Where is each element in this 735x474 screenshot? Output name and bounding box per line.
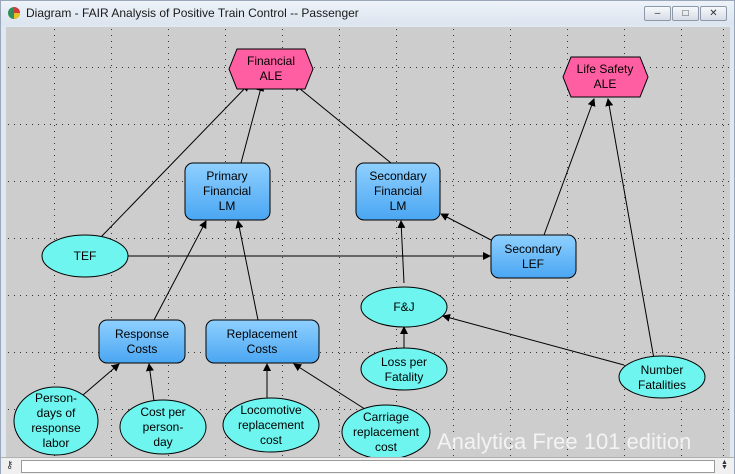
tef-label: TEF: [74, 249, 97, 263]
person-days-label-1: Person-: [35, 391, 77, 405]
edition-watermark: Analytica Free 101 edition: [437, 429, 692, 454]
fj-node[interactable]: F&J: [360, 286, 448, 328]
close-button[interactable]: ✕: [700, 6, 727, 21]
replacement-costs-node[interactable]: Replacement Costs: [205, 319, 320, 364]
carriage-replacement-cost-label-2: replacement: [353, 425, 420, 439]
tef-node[interactable]: TEF: [41, 234, 129, 278]
title-bar[interactable]: Diagram - FAIR Analysis of Positive Trai…: [1, 1, 734, 25]
key-icon: ⚷: [6, 460, 14, 471]
financial-ale-node[interactable]: Financial ALE: [228, 48, 314, 90]
secondary-financial-lm-label-2: Financial: [374, 184, 422, 198]
loss-per-fatality-label-2: Fatality: [385, 370, 424, 384]
diagram-canvas[interactable]: Financial ALE Life Safety ALE Primary Fi…: [6, 27, 730, 457]
secondary-lef-label-1: Secondary: [504, 242, 561, 256]
number-fatalities-node[interactable]: Number Fatalities: [618, 355, 706, 399]
close-icon: ✕: [709, 8, 718, 19]
financial-ale-label-2: ALE: [260, 69, 283, 83]
status-bar: ⚷ ▲▼: [1, 457, 734, 474]
person-days-label-4: labor: [43, 436, 70, 450]
secondary-financial-lm-label-3: LM: [390, 199, 407, 213]
loss-per-fatality-node[interactable]: Loss per Fatality: [360, 347, 448, 391]
secondary-lef-node[interactable]: Secondary LEF: [490, 234, 577, 279]
window-title: Diagram - FAIR Analysis of Positive Trai…: [26, 6, 359, 20]
maximize-button[interactable]: □: [672, 6, 699, 21]
arrows: [82, 83, 655, 412]
number-fatalities-label-2: Fatalities: [638, 378, 686, 392]
locomotive-replacement-cost-label-3: cost: [260, 433, 283, 447]
person-days-label-2: days of: [37, 406, 76, 420]
cost-per-person-day-node[interactable]: Cost per person- day: [119, 399, 207, 455]
cost-per-person-day-label-2: person-: [143, 420, 184, 434]
cost-per-person-day-label-3: day: [153, 435, 172, 449]
life-safety-ale-node[interactable]: Life Safety ALE: [562, 56, 649, 98]
analytica-app-icon: [8, 7, 20, 19]
carriage-replacement-cost-node[interactable]: Carriage replacement cost: [341, 404, 431, 457]
carriage-replacement-cost-label-3: cost: [375, 440, 398, 454]
locomotive-replacement-cost-label-2: replacement: [238, 418, 305, 432]
fj-label: F&J: [393, 300, 414, 314]
horizontal-scrollbar[interactable]: [21, 460, 715, 473]
secondary-lef-label-2: LEF: [522, 257, 544, 271]
life-safety-ale-label-2: ALE: [594, 77, 617, 91]
primary-financial-lm-label-3: LM: [219, 199, 236, 213]
response-costs-label-1: Response: [115, 327, 169, 341]
person-days-label-3: response: [31, 421, 81, 435]
replacement-costs-label-2: Costs: [247, 342, 278, 356]
carriage-replacement-cost-label-1: Carriage: [363, 410, 409, 424]
primary-financial-lm-label-2: Financial: [203, 184, 251, 198]
cost-per-person-day-label-1: Cost per: [140, 405, 185, 419]
number-fatalities-label-1: Number: [641, 363, 684, 377]
financial-ale-label-1: Financial: [247, 54, 295, 68]
person-days-node[interactable]: Person- days of response labor: [13, 386, 99, 456]
primary-financial-lm-label-1: Primary: [206, 169, 247, 183]
maximize-icon: □: [682, 8, 689, 19]
primary-financial-lm-node[interactable]: Primary Financial LM: [184, 162, 271, 221]
secondary-financial-lm-label-1: Secondary: [369, 169, 426, 183]
locomotive-replacement-cost-node[interactable]: Locomotive replacement cost: [222, 397, 320, 453]
response-costs-label-2: Costs: [127, 342, 158, 356]
response-costs-node[interactable]: Response Costs: [98, 319, 186, 364]
replacement-costs-label-1: Replacement: [227, 327, 298, 341]
minimize-button[interactable]: –: [644, 6, 671, 21]
influence-diagram: Financial ALE Life Safety ALE Primary Fi…: [6, 27, 730, 457]
minimize-icon: –: [654, 8, 661, 19]
secondary-financial-lm-node[interactable]: Secondary Financial LM: [355, 162, 441, 221]
life-safety-ale-label-1: Life Safety: [577, 62, 634, 76]
loss-per-fatality-label-1: Loss per: [381, 355, 427, 369]
spinner-icon[interactable]: ▲▼: [721, 459, 728, 471]
locomotive-replacement-cost-label-1: Locomotive: [240, 403, 302, 417]
